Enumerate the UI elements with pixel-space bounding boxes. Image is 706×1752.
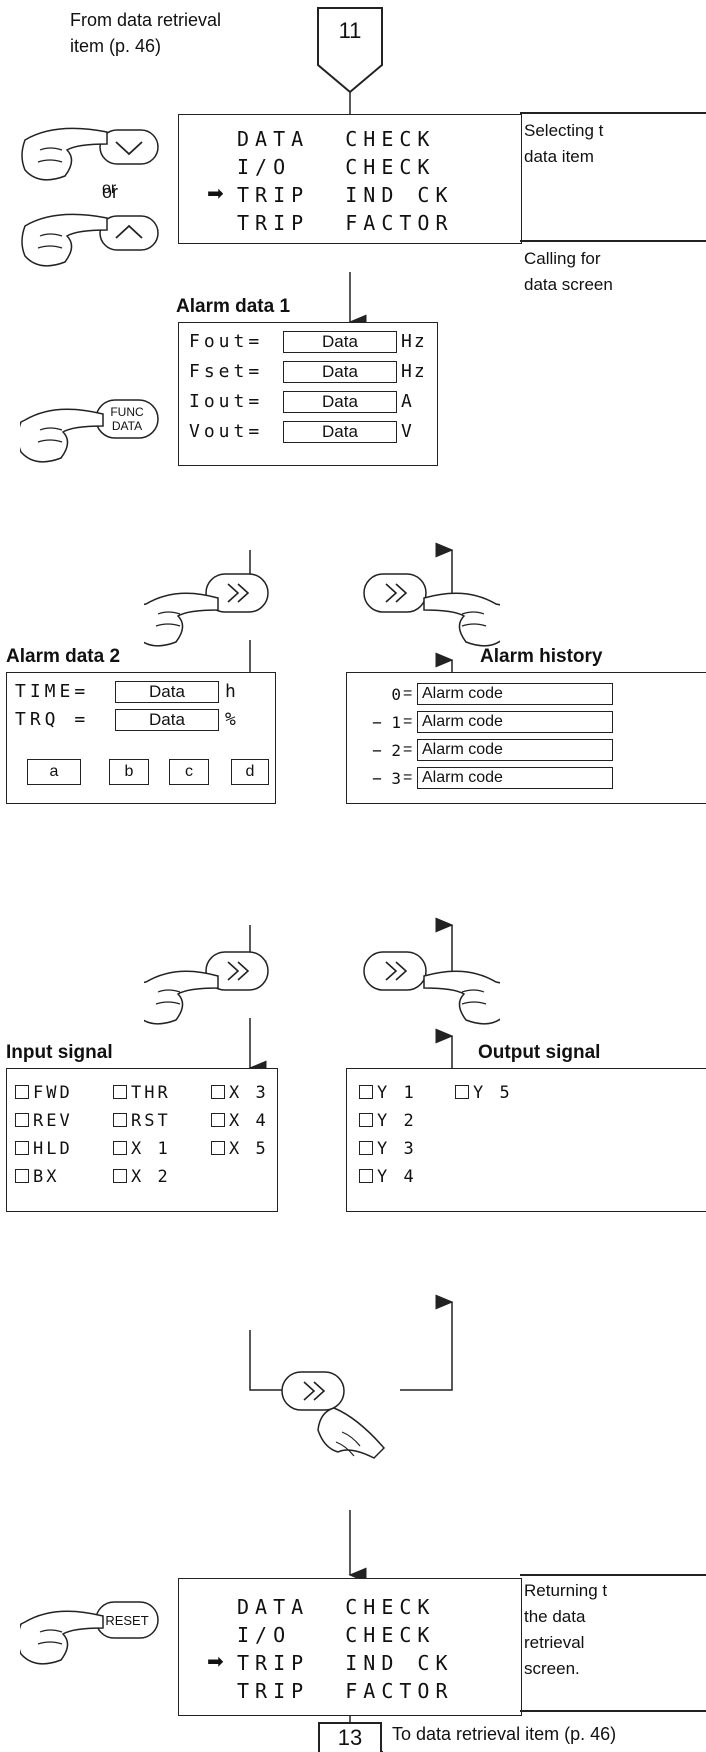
hand-shift-key-icon <box>144 951 269 1025</box>
soft-key-b: b <box>109 759 149 785</box>
hand-shift-key-icon <box>363 951 500 1025</box>
history-index-1: − 1 <box>372 713 401 732</box>
iout-unit: A <box>401 391 416 412</box>
input-x3: X 3 <box>211 1083 269 1103</box>
menu-line-data-check: DATA CHECK <box>237 127 436 151</box>
fset-unit: Hz <box>401 361 427 382</box>
iout-label: Iout= <box>189 391 264 412</box>
menu-line-trip-ind-ck: TRIP IND CK <box>237 183 454 207</box>
output-y3: Y 3 <box>359 1139 417 1159</box>
alarm-history-title: Alarm history <box>480 646 603 667</box>
alarm-data-1-title: Alarm data 1 <box>176 296 291 317</box>
input-thr: THR <box>113 1083 171 1103</box>
end-note: To data retrieval item (p. 46) <box>392 1724 617 1744</box>
trq-unit: % <box>225 709 240 730</box>
hand-func-data-key-icon: FUNC DATA <box>20 399 159 463</box>
menu-line-trip-factor: TRIP FACTOR <box>237 211 454 235</box>
history-index-2: − 2 <box>372 741 401 760</box>
fout-label: Fout= <box>189 331 264 352</box>
time-label: TIME= <box>15 681 90 702</box>
soft-key-c: c <box>169 759 209 785</box>
output-y1: Y 1 <box>359 1083 417 1103</box>
history-index-3: − 3 <box>372 769 401 788</box>
menu-screen-top: DATA CHECK I/O CHECK ➡ TRIP IND CK TRIP … <box>178 114 522 244</box>
menu-line-trip-factor: TRIP FACTOR <box>237 1679 454 1703</box>
note-rule-select <box>520 112 706 114</box>
svg-text:DATA: DATA <box>112 419 142 433</box>
history-code-0: Alarm code <box>417 683 613 705</box>
top-note-line2: item (p. 46) <box>70 36 162 56</box>
output-signal-screen: Y 1 Y 2 Y 3 Y 4 Y 5 <box>346 1068 706 1212</box>
history-code-2: Alarm code <box>417 739 613 761</box>
soft-key-d: d <box>231 759 269 785</box>
soft-key-a: a <box>27 759 81 785</box>
svg-text:or: or <box>102 182 118 202</box>
menu-line-trip-ind-ck: TRIP IND CK <box>237 1651 454 1675</box>
hand-down-key-icon: or <box>21 127 159 267</box>
note-rule-returning-top <box>520 1574 706 1576</box>
selected-arrow-icon: ➡ <box>207 183 224 205</box>
input-x4: X 4 <box>211 1111 269 1131</box>
end-step-number: 13 <box>318 1722 382 1752</box>
time-value: Data <box>115 681 219 703</box>
note-rule-calling <box>520 240 706 242</box>
fout-value: Data <box>283 331 397 353</box>
hand-shift-key-icon <box>281 1371 386 1459</box>
output-signal-title: Output signal <box>478 1042 601 1063</box>
output-y5: Y 5 <box>455 1083 513 1103</box>
svg-text:FUNC: FUNC <box>110 405 144 419</box>
fset-value: Data <box>283 361 397 383</box>
menu-line-io-check: I/O CHECK <box>237 155 436 179</box>
input-x5: X 5 <box>211 1139 269 1159</box>
input-rev: REV <box>15 1111 73 1131</box>
input-fwd: FWD <box>15 1083 73 1103</box>
alarm-data-2-screen: TIME= Data h TRQ = Data % a b c d <box>6 672 276 804</box>
history-code-3: Alarm code <box>417 767 613 789</box>
input-signal-title: Input signal <box>6 1042 113 1063</box>
svg-text:RESET: RESET <box>105 1613 148 1628</box>
output-y2: Y 2 <box>359 1111 417 1131</box>
time-unit: h <box>225 681 240 702</box>
output-y4: Y 4 <box>359 1167 417 1187</box>
fout-unit: Hz <box>401 331 427 352</box>
alarm-data-2-title: Alarm data 2 <box>6 646 121 667</box>
note-rule-returning-bottom <box>520 1710 706 1712</box>
history-code-1: Alarm code <box>417 711 613 733</box>
input-bx: BX <box>15 1167 59 1187</box>
menu-line-io-check: I/O CHECK <box>237 1623 436 1647</box>
input-x2: X 2 <box>113 1167 171 1187</box>
alarm-data-1-screen: Fout= Data Hz Fset= Data Hz Iout= Data A… <box>178 322 438 466</box>
trq-label: TRQ = <box>15 709 90 730</box>
selected-arrow-icon: ➡ <box>207 1651 224 1673</box>
fset-label: Fset= <box>189 361 264 382</box>
input-rst: RST <box>113 1111 171 1131</box>
start-step-number: 11 <box>338 18 362 43</box>
menu-line-data-check: DATA CHECK <box>237 1595 436 1619</box>
input-signal-screen: FWD REV HLD BX THR RST X 1 X 2 X 3 X 4 X… <box>6 1068 278 1212</box>
input-x1: X 1 <box>113 1139 171 1159</box>
input-hld: HLD <box>15 1139 73 1159</box>
iout-value: Data <box>283 391 397 413</box>
alarm-history-screen: 0 = Alarm code − 1 = Alarm code − 2 = Al… <box>346 672 706 804</box>
vout-unit: V <box>401 421 416 442</box>
vout-label: Vout= <box>189 421 264 442</box>
note-returning: Returning t the data retrieval screen. <box>524 1581 608 1678</box>
start-connector-shape <box>317 7 383 94</box>
hand-reset-key-icon: RESET <box>20 1601 159 1665</box>
top-note-line1: From data retrieval <box>70 10 222 30</box>
trq-value: Data <box>115 709 219 731</box>
hand-shift-key-icon <box>363 573 500 647</box>
menu-screen-bottom: DATA CHECK I/O CHECK ➡ TRIP IND CK TRIP … <box>178 1578 522 1716</box>
vout-value: Data <box>283 421 397 443</box>
history-index-0: 0 <box>391 685 401 704</box>
hand-shift-key-icon <box>144 573 269 647</box>
